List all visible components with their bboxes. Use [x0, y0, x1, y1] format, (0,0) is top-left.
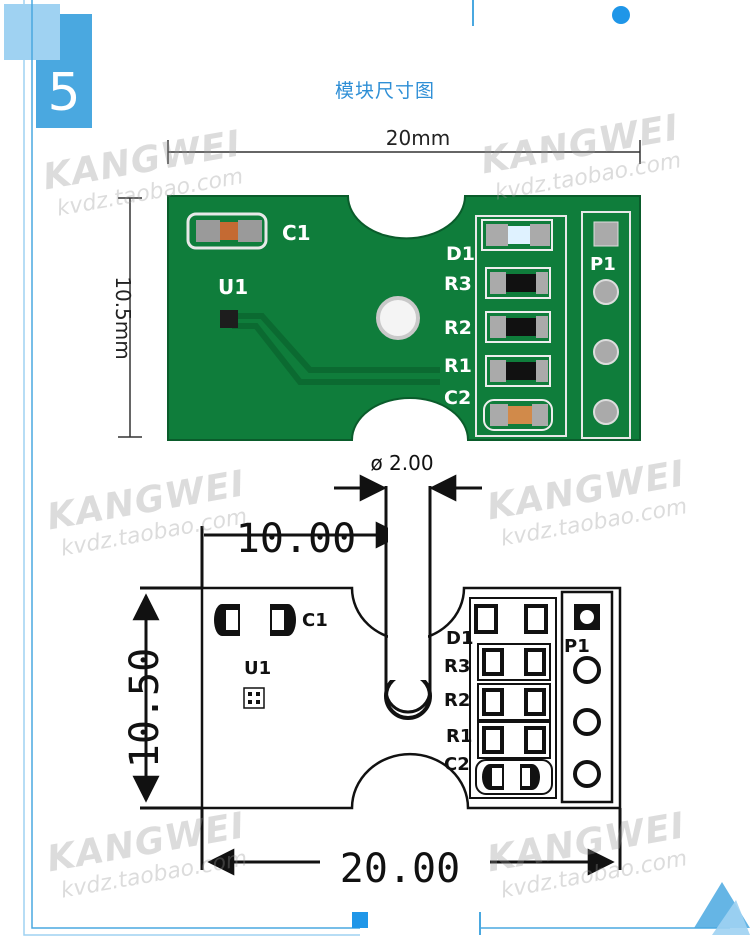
photo-label-r3: R3 — [444, 273, 472, 295]
photo-label-u1: U1 — [218, 275, 248, 299]
photo-label-p1: P1 — [590, 254, 616, 275]
drawing-label-p1: P1 — [564, 636, 590, 657]
photo-height-label: 10.5mm — [111, 276, 135, 360]
drawing-label-r3: R3 — [444, 656, 470, 677]
drawing-label-r1: R1 — [446, 726, 472, 747]
mounting-hole — [376, 296, 420, 340]
page-title: 模块尺寸图 — [334, 80, 435, 102]
photo-label-r2: R2 — [444, 317, 472, 339]
drawing-label-r2: R2 — [444, 690, 470, 711]
drawing-label-u1: U1 — [244, 658, 271, 679]
drawing-hole-offset-label: 10.00 — [236, 516, 356, 562]
photo-label-c1: C1 — [282, 221, 311, 245]
drawing-label-c1: C1 — [302, 610, 328, 631]
photo-label-d1: D1 — [446, 243, 475, 265]
drawing-label-d1: D1 — [446, 628, 473, 649]
header-divider — [472, 0, 474, 26]
photo-label-c2: C2 — [444, 387, 471, 409]
drawing-label-c2: C2 — [444, 754, 470, 775]
section-number: 5 — [47, 63, 81, 123]
photo-width-label: 20mm — [386, 126, 450, 150]
header-dot — [612, 6, 630, 24]
sensor-chip — [220, 310, 238, 328]
drawing-height-label: 10.50 — [122, 648, 168, 768]
drawing-width-label: 20.00 — [340, 846, 460, 892]
drawing-hole-label: ø 2.00 — [370, 451, 433, 475]
photo-label-r1: R1 — [444, 355, 472, 377]
